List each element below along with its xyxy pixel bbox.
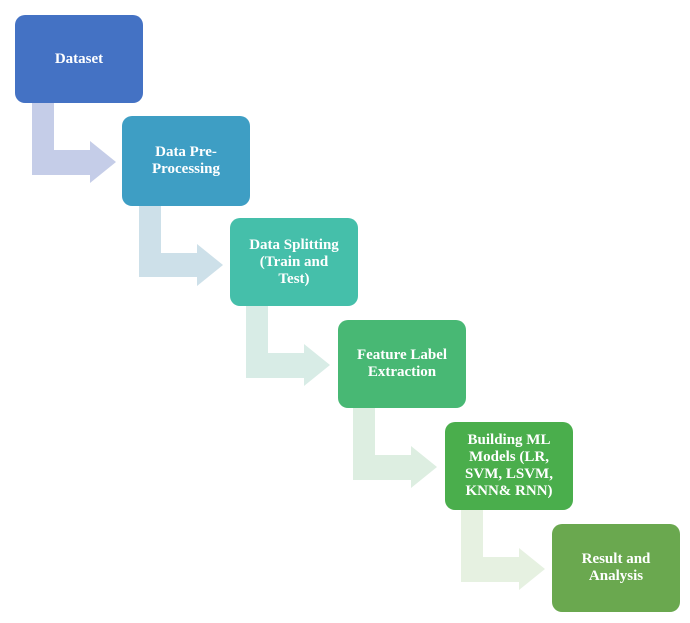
arrow-extraction-to-building (353, 408, 437, 488)
arrow-splitting-to-extraction (246, 306, 330, 386)
step-dataset: Dataset (15, 15, 143, 103)
step-building-ml-models: Building ML Models (LR, SVM, LSVM, KNN& … (445, 422, 573, 510)
arrow-building-to-result (461, 510, 545, 590)
step-data-preprocessing: Data Pre- Processing (122, 116, 250, 206)
arrow-dataset-to-preprocessing (32, 103, 116, 183)
step-feature-label-extraction: Feature Label Extraction (338, 320, 466, 408)
step-data-splitting: Data Splitting (Train and Test) (230, 218, 358, 306)
arrow-preprocessing-to-splitting (139, 206, 223, 286)
step-result-analysis: Result and Analysis (552, 524, 680, 612)
